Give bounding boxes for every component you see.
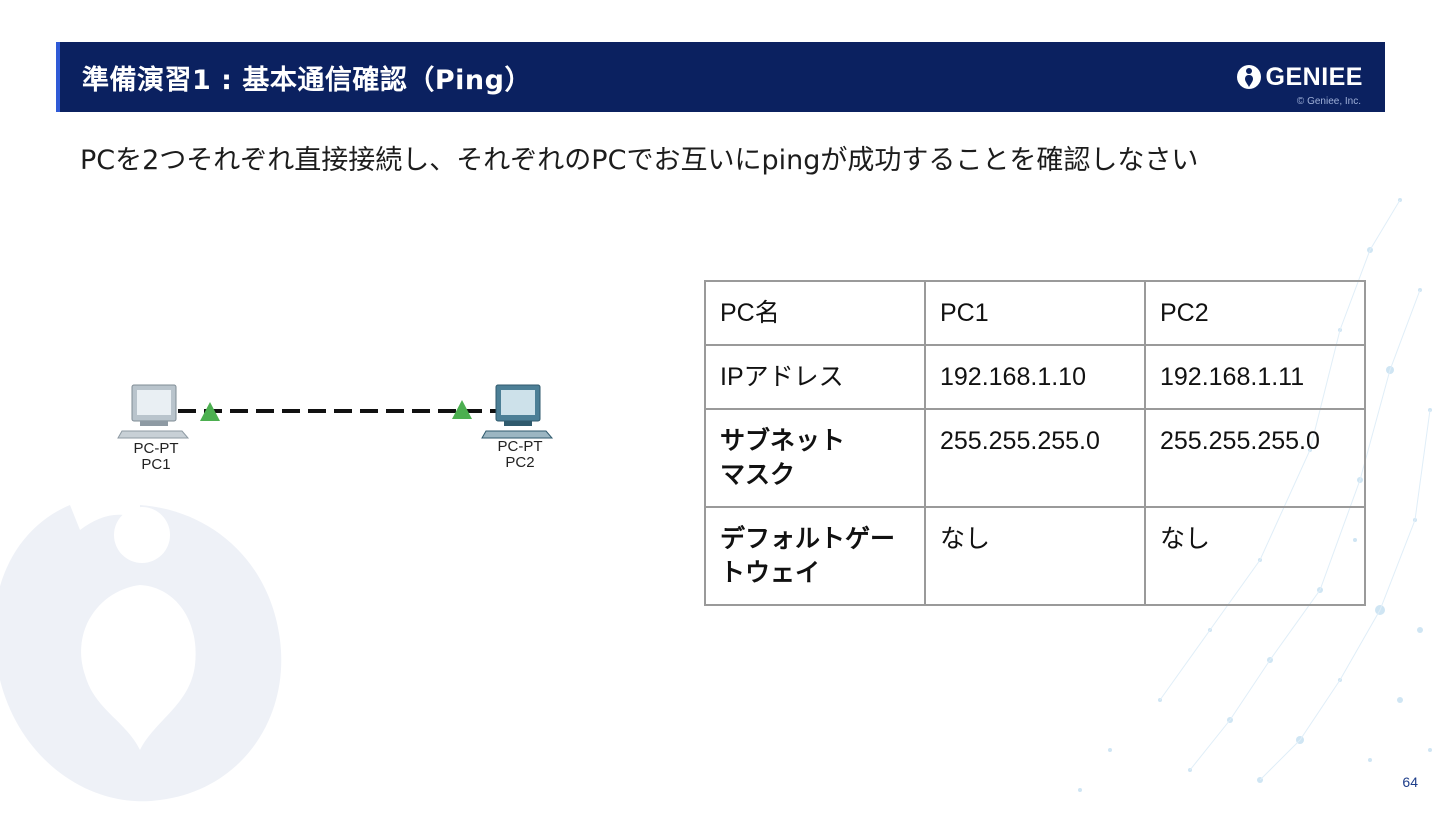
row-label-line: マスク	[720, 461, 796, 489]
pc2-computer-icon	[481, 384, 554, 439]
table-header-cell: PC1	[924, 280, 1146, 346]
pc-config-table: PC名 PC1 PC2 IPアドレス 192.168.1.10 192.168.…	[704, 280, 1366, 606]
pc1-device-type: PC-PT	[133, 440, 179, 457]
table-row-default-gateway: デフォルトゲー トウェイ なし なし	[704, 506, 1366, 606]
table-header-cell: PC2	[1144, 280, 1366, 346]
table-cell: 255.255.255.0	[1144, 408, 1366, 508]
geniee-watermark-icon	[0, 505, 282, 802]
geniee-logo-icon	[1236, 65, 1261, 89]
page-number: 64	[1402, 774, 1418, 790]
row-label: サブネット マスク	[704, 408, 926, 508]
row-label: IPアドレス	[704, 344, 926, 410]
table-row-subnet-mask: サブネット マスク 255.255.255.0 255.255.255.0	[704, 408, 1366, 508]
row-label-line: デフォルトゲー	[720, 525, 896, 553]
table-cell: 192.168.1.10	[924, 344, 1146, 410]
link-status-indicator-pc2	[452, 400, 472, 419]
header-accent-bar	[56, 42, 60, 112]
geniee-logo: GENIEE	[1236, 62, 1363, 92]
pc2-device-name: PC2	[505, 454, 535, 471]
table-cell: なし	[924, 506, 1146, 606]
copyright-notice: © Geniee, Inc.	[1296, 96, 1361, 107]
instruction-text: PCを2つそれぞれ直接接続し、それぞれのPCでお互いにpingが成功することを確…	[80, 145, 1199, 176]
table-cell: 192.168.1.11	[1144, 344, 1366, 410]
table-cell: 255.255.255.0	[924, 408, 1146, 508]
topology-canvas	[117, 384, 554, 439]
table-header-row: PC名 PC1 PC2	[704, 280, 1366, 346]
pc1-label: PC-PT PC1	[121, 441, 191, 473]
link-status-indicator-pc1	[200, 402, 220, 421]
row-label: デフォルトゲー トウェイ	[704, 506, 926, 606]
pc1-device-name: PC1	[141, 456, 171, 473]
table-row-ip-address: IPアドレス 192.168.1.10 192.168.1.11	[704, 344, 1366, 410]
pc2-device-type: PC-PT	[497, 438, 543, 455]
slide-header: 準備演習1 : 基本通信確認（Ping） GENIEE © Geniee, In…	[56, 42, 1385, 112]
pc1-computer-icon	[117, 384, 190, 439]
network-topology-diagram: PC-PT PC1 PC-PT PC2	[110, 375, 580, 485]
row-label-line: サブネット	[720, 427, 846, 455]
logo-text: GENIEE	[1265, 62, 1363, 91]
table-header-cell: PC名	[704, 280, 926, 346]
row-label-line: トウェイ	[720, 559, 821, 587]
table-cell: なし	[1144, 506, 1366, 606]
pc2-label: PC-PT PC2	[485, 439, 555, 471]
slide-title: 準備演習1 : 基本通信確認（Ping）	[82, 65, 532, 96]
